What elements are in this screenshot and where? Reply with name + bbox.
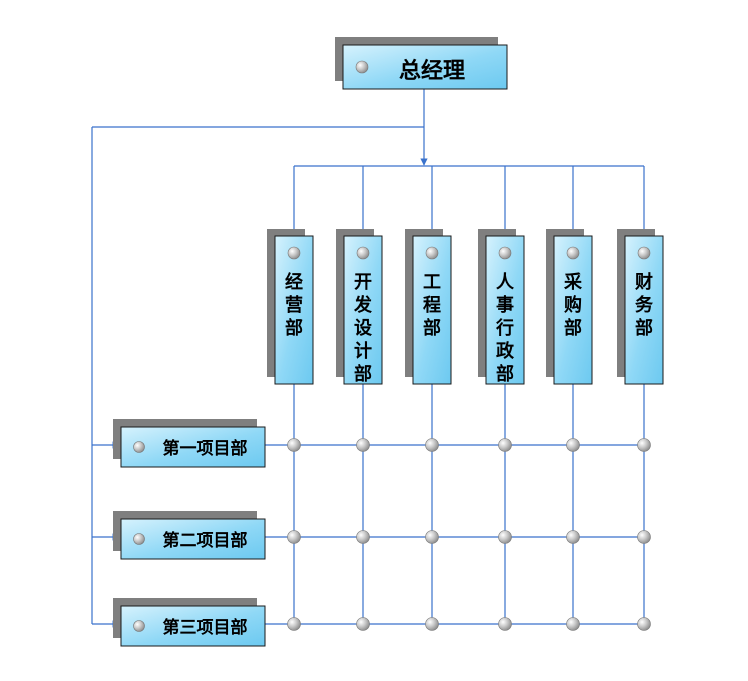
- node-box: [343, 235, 383, 385]
- project-node: 第三项目部: [113, 598, 266, 647]
- node-box: [624, 235, 664, 385]
- department-label: 财务部: [635, 271, 654, 339]
- node-box: [342, 44, 508, 90]
- node-box: [120, 426, 266, 468]
- grid-node-icon: [356, 617, 370, 631]
- grid-node-icon: [566, 438, 580, 452]
- department-node: 财务部: [617, 229, 664, 385]
- department-label: 工程部: [423, 272, 441, 339]
- department-label: 开发设计部: [353, 272, 373, 385]
- node-box: [412, 235, 452, 385]
- grid-node-icon: [425, 530, 439, 544]
- node-bullet-icon: [133, 441, 145, 453]
- grid-node-icon: [498, 530, 512, 544]
- grid-node-icon: [498, 438, 512, 452]
- node-bullet-icon: [133, 533, 145, 545]
- node-bullet-icon: [498, 246, 512, 260]
- grid-node-icon: [425, 438, 439, 452]
- department-node: 开发设计部: [336, 229, 383, 385]
- node-bullet-icon: [356, 246, 370, 260]
- grid-node-icon: [637, 438, 651, 452]
- project-label: 第三项目部: [163, 617, 248, 638]
- grid-node-icon: [498, 617, 512, 631]
- department-node: 经营部: [267, 229, 314, 385]
- general-manager-node: 总经理: [335, 37, 508, 90]
- department-label: 采购部: [563, 272, 583, 339]
- grid-node-icon: [425, 617, 439, 631]
- grid-node-icon: [566, 530, 580, 544]
- grid-node-icon: [287, 617, 301, 631]
- grid-node-icon: [637, 617, 651, 631]
- connector-lines: [91, 88, 645, 628]
- grid-node-icon: [566, 617, 580, 631]
- department-label: 经营部: [285, 271, 303, 339]
- project-node: 第一项目部: [113, 419, 266, 468]
- general-manager-label: 总经理: [399, 58, 465, 84]
- project-label: 第一项目部: [163, 438, 248, 459]
- node-bullet-icon: [133, 620, 145, 632]
- node-box: [120, 605, 266, 647]
- node-box: [274, 235, 314, 385]
- project-node: 第二项目部: [113, 511, 266, 560]
- department-node: 采购部: [546, 229, 593, 385]
- department-node: 工程部: [405, 229, 452, 385]
- grid-node-icon: [287, 438, 301, 452]
- node-bullet-icon: [355, 60, 369, 74]
- node-box: [485, 235, 525, 385]
- node-bullet-icon: [637, 246, 651, 260]
- department-node: 人事行政部: [478, 229, 525, 385]
- node-bullet-icon: [425, 246, 439, 260]
- grid-node-icon: [287, 530, 301, 544]
- department-label: 人事行政部: [495, 272, 515, 385]
- node-box: [553, 235, 593, 385]
- node-bullet-icon: [566, 246, 580, 260]
- grid-node-icon: [356, 438, 370, 452]
- node-box: [120, 518, 266, 560]
- grid-node-icon: [637, 530, 651, 544]
- grid-node-icon: [356, 530, 370, 544]
- node-bullet-icon: [287, 246, 301, 260]
- project-label: 第二项目部: [163, 530, 248, 551]
